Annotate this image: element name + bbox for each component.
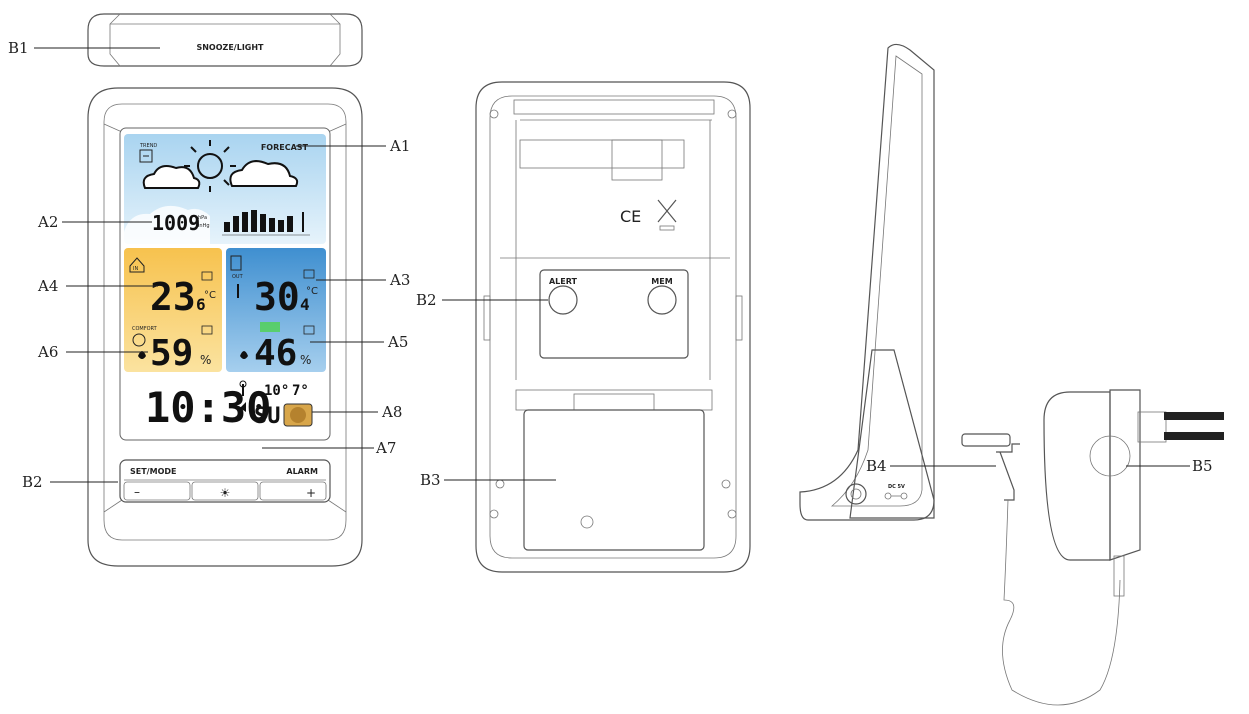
alert-button[interactable] [548,285,578,315]
indoor-temperature-unit: °C [204,290,216,301]
outdoor-sensor-icon [230,255,242,271]
clock-panel: 10:30 10° 7° SU [145,380,313,432]
indoor-humidity-battery-icon [201,325,213,335]
callout-a1: A1 [389,137,410,155]
light-button[interactable] [191,481,259,501]
indoor-temperature: 23 [150,275,196,319]
outdoor-temperature-unit: °C [306,286,318,297]
home-icon [129,257,145,273]
dc-jack-icon [884,492,892,500]
alarm-label: ALARM [286,467,318,476]
power-adapter [961,389,1224,706]
mem-button[interactable] [647,285,677,315]
outdoor-temperature-decimal: 4 [300,295,310,314]
forecast-title: FORECAST [261,143,309,152]
back-view: CE ALERT MEM [475,81,751,573]
light-icon: ☀ [220,486,231,500]
comfort-face-icon [132,333,146,347]
hanger-slot [519,139,685,169]
outdoor-temperature: 30 [254,275,300,319]
pressure-value: 1009 [152,211,200,235]
clock-extra-left: 10° [264,383,289,399]
callout-a3: A3 [389,271,410,289]
forecast-panel: TREND FORECAST 1009 hPa inHg [124,134,326,244]
plug-prong [1164,432,1224,440]
outdoor-panel: OUT 30 4 °C 46 % [226,248,326,374]
minus-label: – [134,485,140,499]
callout-a8: A8 [381,403,402,421]
clock-day: SU [254,404,281,429]
in-label: IN [133,266,138,272]
ce-mark-icon: CE [620,207,641,226]
screw-icon [495,479,505,489]
screw-icon [721,479,731,489]
adapter-body [1043,391,1111,561]
outdoor-battery-icon [303,269,315,279]
pressure-unit-inhg: inHg [198,223,210,229]
dc-plug [961,433,1011,447]
callout-b3: B3 [420,471,441,489]
clock-time: 10:30 [145,383,271,432]
speaker-icon [845,483,867,505]
weee-bin-icon [657,199,677,223]
screw-icon [727,109,737,119]
out-label: OUT [232,274,244,280]
comfort-label: COMFORT [132,326,158,332]
outdoor-humidity-drop-icon [240,351,248,359]
indoor-humidity: 59 [150,333,193,374]
alarm-bell-icon [240,402,246,412]
callout-a7: A7 [375,439,396,457]
callouts: B1 A1 A2 A3 A4 A5 A6 A8 A7 B2 B2 B3 B4 B… [8,39,1213,491]
set-mode-label: SET/MODE [130,467,176,476]
snooze-light-bar[interactable]: SNOOZE/LIGHT [87,13,363,67]
indoor-humidity-unit: % [200,353,211,367]
speaker-grill-icon [580,515,594,529]
front-view: SNOOZE/LIGHT TREND FORECAST [87,13,363,567]
callout-b4: B4 [866,457,887,475]
mem-label: MEM [651,277,672,286]
back-button-panel [539,269,689,359]
outdoor-humidity-battery-icon [303,325,315,335]
pressure-history-bars [224,210,304,232]
screw-icon [489,109,499,119]
front-button-bar: SET/MODE ALARM – ☀ + [119,459,331,503]
plus-button[interactable] [259,481,327,501]
plug-prong [1164,412,1224,420]
callout-a2: A2 [37,213,58,231]
callout-b2-front: B2 [22,473,43,491]
indoor-battery-icon [201,271,213,281]
minus-button[interactable] [123,481,191,501]
plus-label: + [306,486,316,500]
trend-arrow-icon [139,149,153,163]
power-cable [1002,499,1121,706]
front-body [87,87,363,567]
snooze-light-label: SNOOZE/LIGHT [196,43,264,52]
callout-b5: B5 [1192,457,1213,475]
side-view: DC 5V [799,43,935,521]
pressure-unit-hpa: hPa [198,215,207,221]
alert-label: ALERT [549,277,578,286]
screw-icon [489,509,499,519]
dc-label: DC 5V [888,484,905,490]
callout-b2-back: B2 [416,291,437,309]
indoor-humidity-drop-icon [138,351,146,359]
outdoor-humidity-unit: % [300,353,311,367]
outdoor-humidity: 46 [254,333,297,374]
indoor-temperature-decimal: 6 [196,295,206,314]
cloud-right-icon [229,160,299,187]
clock-extra-right: 7° [292,383,309,399]
cloud-left-icon [142,165,201,189]
callout-a6: A6 [37,343,58,361]
callout-a5: A5 [387,333,408,351]
trend-label: TREND [139,143,157,149]
outdoor-signal-highlight [260,322,280,332]
screw-icon [727,509,737,519]
indoor-panel: IN 23 6 °C COMFORT 59 % [124,248,222,374]
callout-b1: B1 [8,39,29,57]
callout-a4: A4 [37,277,58,295]
